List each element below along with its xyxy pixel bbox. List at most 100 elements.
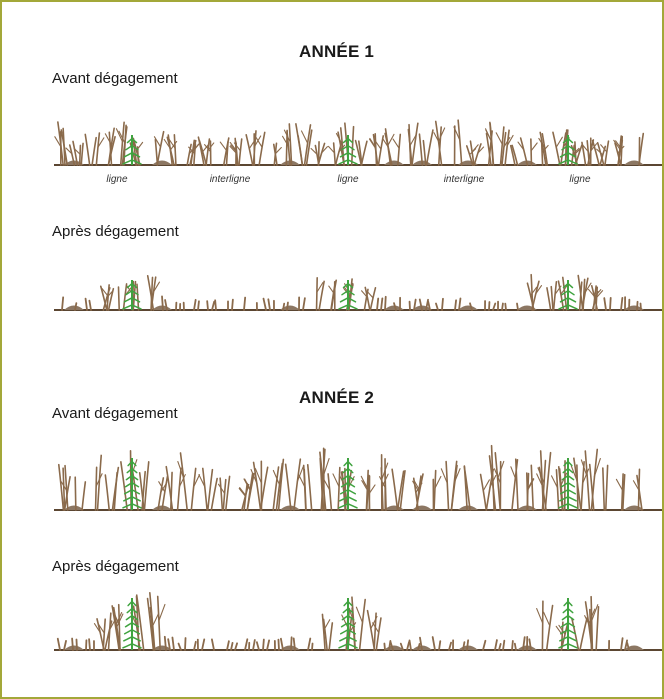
woody-regrowth: [101, 285, 114, 310]
woody-regrowth: [317, 278, 325, 310]
woody-regrowth: [105, 128, 115, 165]
conifer-seedling: [339, 280, 357, 310]
soil-mound: [624, 161, 644, 166]
woody-regrowth: [199, 468, 217, 510]
cut-stump: [485, 301, 495, 310]
woody-regrowth: [616, 474, 624, 510]
cut-stump: [377, 297, 386, 310]
conifer-seedling: [339, 458, 357, 510]
woody-regrowth: [537, 451, 551, 510]
soil-mound: [412, 506, 432, 511]
cut-stump: [495, 640, 504, 650]
woody-regrowth: [356, 141, 367, 165]
woody-regrowth: [324, 468, 340, 510]
woody-regrowth: [187, 140, 199, 165]
woody-regrowth: [320, 448, 329, 510]
cut-stump: [58, 639, 66, 650]
cut-stump: [436, 299, 443, 310]
woody-regrowth: [246, 131, 265, 165]
cut-stump: [455, 298, 460, 310]
woody-regrowth: [539, 132, 548, 165]
woody-regrowth: [419, 130, 432, 165]
woody-regrowth: [511, 459, 518, 510]
cut-stump: [449, 640, 453, 650]
year-1-after-label: Après dégagement: [52, 223, 179, 240]
woody-regrowth: [178, 453, 200, 510]
soil-mound: [624, 646, 644, 651]
conifer-seedling: [559, 280, 577, 310]
woody-regrowth: [633, 469, 641, 510]
cut-stump: [498, 302, 506, 310]
cut-stump: [257, 640, 269, 650]
woody-regrowth: [639, 134, 643, 165]
cut-stump: [517, 303, 518, 310]
woody-regrowth: [164, 135, 176, 165]
woody-regrowth: [336, 123, 353, 165]
woody-regrowth: [116, 122, 126, 165]
cut-stump: [62, 297, 63, 310]
woody-regrowth: [286, 459, 304, 510]
year-1-after-scene: [2, 242, 664, 322]
cut-stump: [212, 639, 214, 650]
woody-regrowth: [311, 142, 327, 165]
woody-regrowth: [132, 462, 149, 510]
year-1-before-label: Avant dégagement: [52, 70, 178, 87]
woody-regrowth: [614, 136, 624, 165]
zone-label-ligne-1: ligne: [106, 174, 127, 185]
woody-regrowth: [329, 280, 336, 310]
woody-regrowth: [55, 122, 67, 165]
year-2-before-scene: [2, 432, 664, 522]
woody-regrowth: [220, 138, 229, 165]
woody-regrowth: [94, 613, 115, 650]
woody-regrowth: [578, 276, 591, 310]
soil-mound: [384, 161, 404, 166]
woody-regrowth: [59, 465, 70, 510]
woody-regrowth: [589, 286, 603, 310]
woody-regrowth: [154, 132, 163, 165]
woody-regrowth: [148, 593, 165, 650]
woody-regrowth: [511, 145, 518, 165]
year-2-after-scene: [2, 572, 664, 662]
woody-regrowth: [273, 459, 283, 510]
woody-regrowth: [603, 465, 608, 510]
cut-stump: [401, 640, 411, 650]
soil-mound: [64, 646, 84, 651]
soil-mound: [152, 161, 172, 166]
cut-stump: [194, 639, 204, 650]
woody-regrowth: [537, 601, 553, 650]
year-2-title: ANNÉE 2: [299, 388, 374, 408]
woody-regrowth: [413, 474, 423, 510]
woody-regrowth: [593, 141, 609, 165]
zone-label-interligne-1: interligne: [210, 174, 251, 185]
woody-regrowth: [582, 138, 597, 165]
cut-stump: [165, 637, 174, 650]
woody-regrowth: [296, 124, 312, 165]
woody-regrowth: [361, 470, 375, 510]
woody-regrowth: [392, 469, 405, 510]
year-2-before-label: Avant dégagement: [52, 405, 178, 422]
woody-regrowth: [148, 276, 160, 310]
cut-stump: [621, 638, 629, 650]
woody-regrowth: [105, 467, 118, 510]
cut-stump: [275, 639, 283, 650]
cut-stump: [244, 298, 245, 310]
soil-mound: [64, 306, 84, 311]
woody-regrowth: [219, 476, 230, 510]
woody-regrowth: [433, 471, 441, 510]
zone-label-ligne-3: ligne: [569, 174, 590, 185]
year-1-title: ANNÉE 1: [299, 42, 374, 62]
cut-stump: [604, 298, 610, 310]
zone-label-interligne-2: interligne: [444, 174, 485, 185]
cut-stump: [308, 639, 313, 650]
woody-regrowth: [283, 124, 292, 165]
cut-stump: [264, 299, 274, 310]
cut-stump: [228, 300, 233, 310]
cut-stump: [483, 641, 485, 650]
cut-stump: [227, 641, 237, 650]
woody-regrowth: [382, 129, 400, 165]
woody-regrowth: [464, 466, 470, 510]
zone-label-ligne-2: ligne: [337, 174, 358, 185]
cut-stump: [86, 639, 94, 650]
cut-stump: [433, 637, 441, 650]
woody-regrowth: [274, 143, 282, 165]
